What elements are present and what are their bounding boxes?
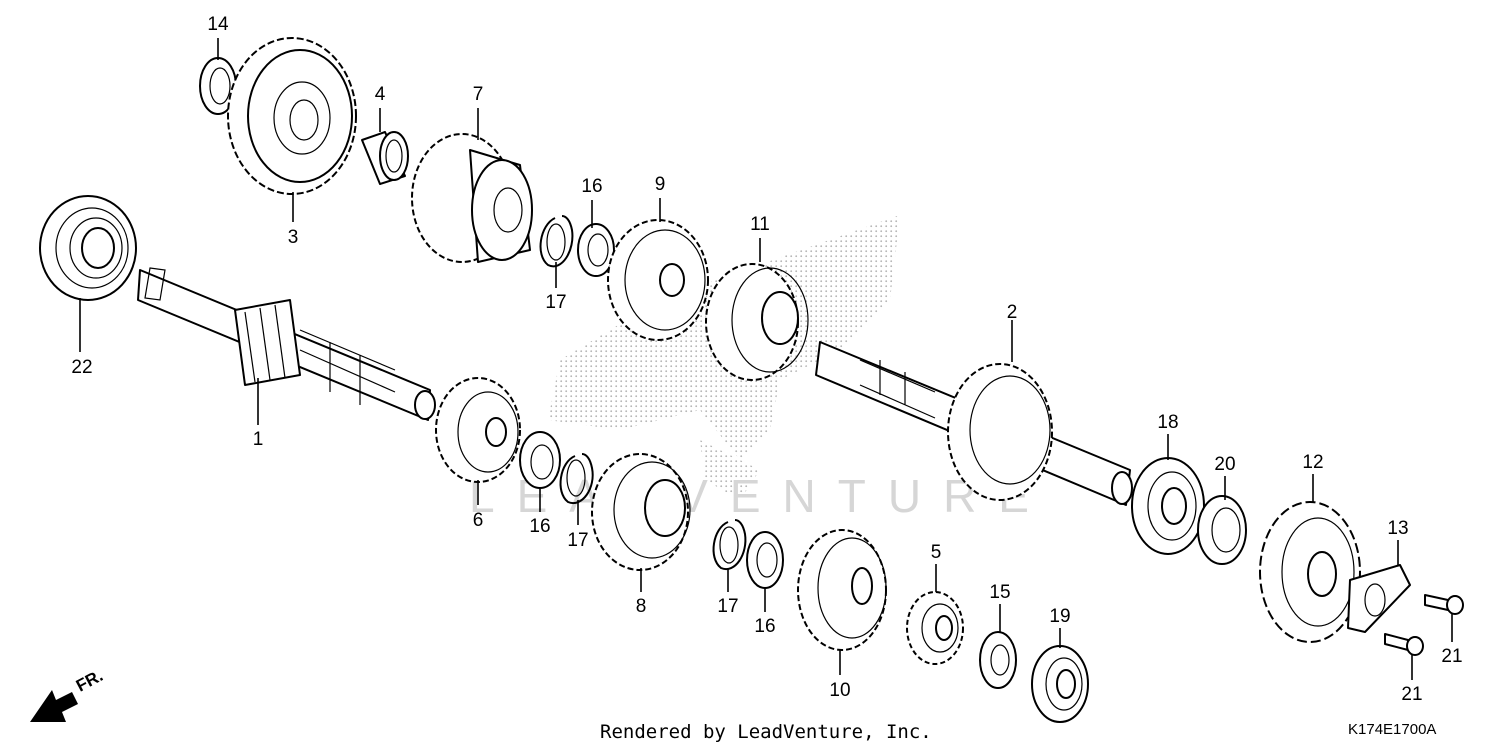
part-18-bearing [1131, 457, 1205, 555]
callout-15: 15 [989, 582, 1010, 603]
callout-17-middle: 17 [567, 530, 588, 551]
callout-16-lower: 16 [754, 616, 775, 637]
callout-18: 18 [1157, 412, 1178, 433]
rendered-by-footer: Rendered by LeadVenture, Inc. [600, 721, 932, 743]
part-9-gear [607, 219, 709, 341]
part-15-washer [979, 631, 1017, 689]
part-4-bushing [361, 131, 409, 185]
callout-3: 3 [288, 227, 299, 248]
callout-21-bottom: 21 [1401, 684, 1422, 705]
part-22-bearing [39, 195, 137, 301]
part-16-washer-lower [746, 531, 784, 589]
callout-13: 13 [1387, 518, 1408, 539]
part-8-gear [591, 453, 691, 571]
part-2-countershaft [815, 341, 1133, 506]
callout-16-middle: 16 [529, 516, 550, 537]
part-21-bolt-upper [1424, 594, 1464, 615]
part-3-gear [227, 37, 357, 195]
callout-1: 1 [253, 429, 264, 450]
callout-17-lower: 17 [717, 596, 738, 617]
part-1-mainshaft [137, 267, 436, 421]
part-7-gear [411, 133, 533, 263]
part-19-bearing [1031, 645, 1089, 723]
callout-4: 4 [375, 84, 386, 105]
part-12-drive-sprocket [1259, 501, 1361, 643]
callout-22: 22 [71, 357, 92, 378]
part-5-gear [906, 591, 964, 665]
callout-17-upper: 17 [545, 292, 566, 313]
callout-8: 8 [636, 596, 647, 617]
callout-10: 10 [829, 680, 850, 701]
callout-9: 9 [655, 174, 666, 195]
part-10-gear [797, 529, 887, 651]
part-21-bolt-lower [1384, 633, 1424, 656]
callout-6: 6 [473, 510, 484, 531]
callout-5: 5 [931, 542, 942, 563]
part-16-washer-middle [519, 431, 561, 489]
diagram-code: K174E1700A [1348, 721, 1436, 738]
callout-19: 19 [1049, 606, 1070, 627]
part-17-circlip-upper [539, 215, 574, 268]
callout-7: 7 [473, 84, 484, 105]
part-17-circlip-lower [712, 519, 747, 571]
part-11-gear [705, 263, 809, 381]
part-13-fixing-plate [1347, 564, 1411, 633]
part-17-circlip-middle [559, 453, 594, 505]
part-6-gear [435, 377, 521, 483]
callout-21-right: 21 [1441, 646, 1462, 667]
callout-11: 11 [750, 214, 770, 235]
callout-16-upper: 16 [581, 176, 602, 197]
part-20-oil-seal [1197, 495, 1247, 565]
callout-20: 20 [1214, 454, 1235, 475]
front-direction-arrow-icon [30, 690, 78, 722]
front-direction-label: FR. [73, 666, 106, 696]
callout-14: 14 [207, 14, 229, 35]
callout-2: 2 [1007, 302, 1018, 323]
callout-12: 12 [1302, 452, 1323, 473]
